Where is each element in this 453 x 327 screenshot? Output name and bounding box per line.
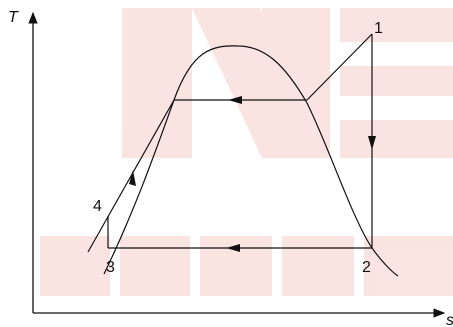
process-superheat — [306, 33, 373, 101]
arrow-up-heating — [129, 170, 136, 186]
process-4-sat-liquid — [87, 99, 175, 253]
arrow-left-2-3 — [226, 244, 240, 252]
arrow-down-1-2 — [368, 136, 376, 150]
arrow-left-top — [228, 96, 242, 104]
state-label-4: 4 — [93, 198, 102, 215]
watermark-logo — [40, 8, 453, 296]
state-label-3: 3 — [106, 259, 115, 276]
direction-arrows — [129, 96, 376, 252]
state-label-1: 1 — [374, 20, 383, 37]
x-axis-label: s — [446, 312, 453, 327]
y-axis-label: T — [8, 9, 19, 26]
state-label-2: 2 — [362, 259, 371, 276]
